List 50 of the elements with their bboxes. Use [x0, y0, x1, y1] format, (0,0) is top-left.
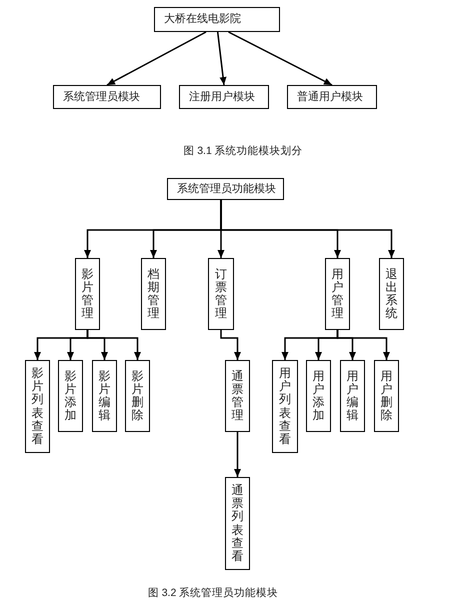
module-box [125, 360, 150, 432]
module-label: 用户列表查看 [279, 366, 291, 446]
module-box [208, 258, 234, 330]
module-box [92, 360, 117, 432]
module-label: 系统管理员模块 [63, 92, 140, 102]
module-label: 档期管理 [148, 268, 160, 320]
connector-arrow [228, 31, 332, 86]
module-box [306, 360, 331, 432]
module-label: 退出系统 [386, 268, 398, 320]
module-label: 影片添加 [64, 370, 76, 422]
module-box [225, 477, 250, 570]
connector-arrow [86, 330, 141, 360]
module-box [58, 360, 83, 432]
module-label: 影片列表查看 [32, 366, 44, 446]
module-label: 用户添加 [312, 370, 324, 422]
module-label: 用户删除 [380, 370, 392, 422]
module-box [287, 85, 377, 109]
module-box [25, 360, 50, 453]
module-label: 订票管理 [215, 268, 227, 320]
connector-arrow [106, 31, 206, 86]
module-label: 系统管理员功能模块 [177, 184, 276, 194]
module-box [374, 360, 399, 432]
connector-arrow [216, 32, 227, 86]
module-box [154, 7, 280, 32]
module-box [53, 85, 161, 109]
connector-arrow [336, 330, 390, 360]
module-label: 注册用户模块 [189, 92, 255, 102]
module-box [75, 258, 100, 330]
figure-caption: 图 3.2 系统管理员功能模块 [148, 588, 278, 598]
module-box [340, 360, 365, 432]
module-box [141, 258, 166, 330]
module-label: 用户管理 [332, 268, 344, 320]
figure-caption: 图 3.1 系统功能模块划分 [183, 146, 303, 156]
module-box [325, 258, 350, 330]
module-box [225, 360, 250, 432]
module-label: 影片删除 [132, 370, 144, 422]
module-box [379, 258, 404, 330]
connector-arrow [234, 432, 241, 477]
module-box [179, 85, 269, 109]
module-label: 用户编辑 [346, 370, 358, 422]
module-label: 普通用户模块 [297, 92, 363, 102]
module-label: 大桥在线电影院 [164, 14, 241, 25]
module-box [167, 178, 284, 200]
module-label: 通票管理 [232, 370, 244, 422]
module-box [272, 360, 298, 453]
module-label: 影片编辑 [98, 370, 110, 422]
module-label: 影片管理 [82, 268, 94, 320]
connector-arrow [220, 330, 241, 360]
module-label: 通票列表查看 [232, 484, 244, 564]
connector-arrow [220, 200, 395, 258]
